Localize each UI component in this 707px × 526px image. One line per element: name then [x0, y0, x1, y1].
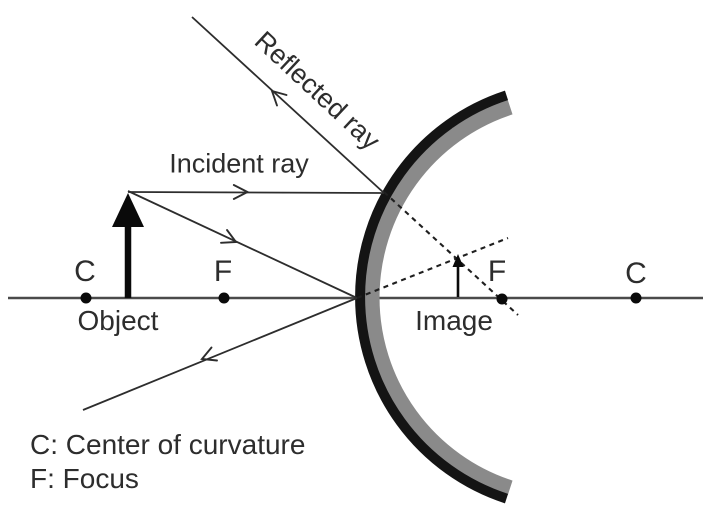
legend: C: Center of curvature F: Focus [30, 428, 305, 496]
focus-left-dot [218, 292, 230, 304]
mirror-glass-back [364, 100, 513, 495]
incident-ray-label: Incident ray [169, 148, 309, 179]
reflected-ray-line [191, 16, 385, 194]
focus-right-dot [496, 293, 508, 305]
center-of-curvature-left-label: C [74, 255, 96, 288]
center-of-curvature-right-dot [630, 292, 642, 304]
object-label: Object [77, 305, 159, 336]
image-arrow-head [452, 254, 464, 267]
center-of-curvature-right-label: C [625, 257, 647, 290]
vertex-ray-arrowhead [220, 229, 238, 244]
virtual-extension-from-vertex [356, 237, 509, 299]
legend-focus: F: Focus [30, 463, 139, 494]
incident-ray-arrowhead [232, 184, 250, 200]
image-label: Image [415, 305, 493, 336]
reflected-ray-arrowhead [270, 89, 288, 107]
object-arrow-head [112, 193, 144, 227]
focus-right-label: F [487, 255, 507, 288]
focus-left-label: F [213, 255, 233, 288]
vertex-ray-line [127, 190, 358, 299]
vertex-reflected-ray-line [82, 297, 358, 411]
legend-center-of-curvature: C: Center of curvature [30, 429, 306, 460]
virtual-extension-through-focus [383, 191, 519, 316]
center-of-curvature-left-dot [80, 292, 92, 304]
vertex-reflected-arrowhead [200, 346, 218, 362]
incident-ray-line [127, 191, 385, 194]
